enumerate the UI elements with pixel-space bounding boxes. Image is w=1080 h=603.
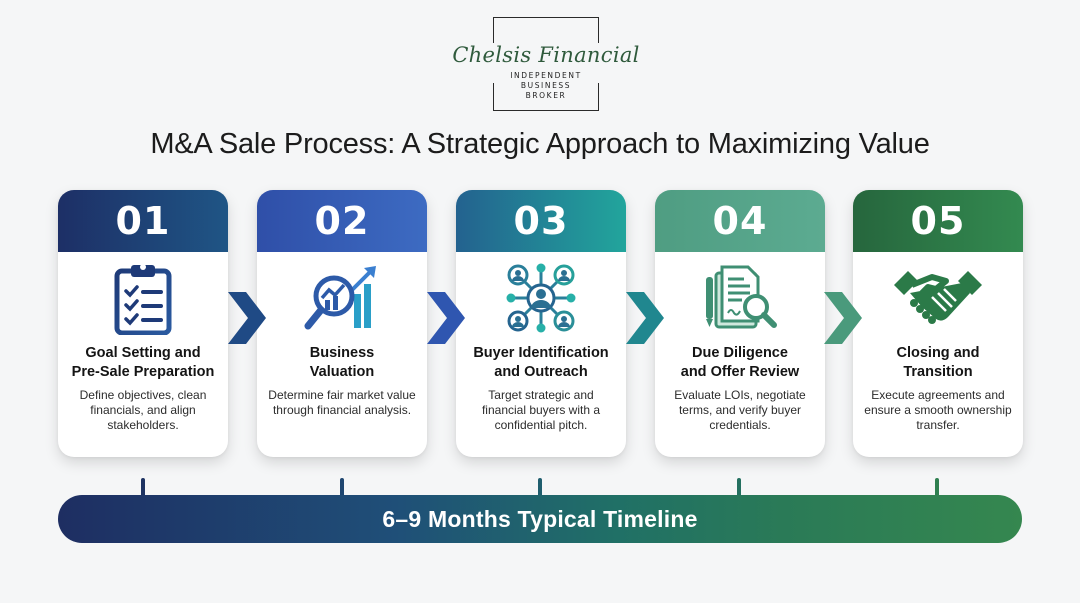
timeline-label: 6–9 Months Typical Timeline (382, 505, 698, 532)
step-header: 01 (58, 190, 228, 252)
timeline-tick (141, 478, 145, 498)
brand-logo: Chelsis Financial INDEPENDENT BUSINESS B… (452, 17, 639, 111)
timeline-tick (340, 478, 344, 498)
step-description: Target strategic and financial buyers wi… (481, 388, 601, 432)
step-number: 05 (910, 199, 966, 243)
step-number: 04 (712, 199, 768, 243)
step-header: 03 (456, 190, 626, 252)
step-card-3: 03 Buyer I (456, 190, 626, 457)
timeline-bar: 6–9 Months Typical Timeline (58, 495, 1022, 543)
buyer-network-icon (456, 252, 626, 344)
step-header: 04 (655, 190, 825, 252)
step-number: 01 (115, 199, 171, 243)
chevron-right-icon (228, 292, 266, 344)
chevron-right-icon (824, 292, 862, 344)
step-card-5: 05 Closing and Transition Execute agreem… (853, 190, 1023, 457)
step-card-4: 04 Due Diligence and Offer Review Evalua… (655, 190, 825, 457)
page-title: M&A Sale Process: A Strategic Approach t… (150, 128, 930, 160)
step-title: Closing and Transition (896, 345, 980, 380)
step-title: Buyer Identification and Outreach (473, 345, 609, 380)
clipboard-checklist-icon (58, 252, 228, 344)
step-description: Execute agreements and ensure a smooth o… (864, 388, 1012, 432)
step-number: 03 (513, 199, 569, 243)
step-description: Define objectives, clean financials, and… (79, 388, 207, 432)
step-title: Goal Setting and Pre-Sale Preparation (71, 345, 215, 380)
step-title: Due Diligence and Offer Review (680, 345, 800, 380)
chevron-right-icon (427, 292, 465, 344)
step-description: Evaluate LOIs, negotiate terms, and veri… (674, 388, 806, 432)
step-card-2: 02 Business Valuation Determine fair mar… (257, 190, 427, 457)
step-header: 05 (853, 190, 1023, 252)
step-card-1: 01 Goal Setting and Pre-Sale Preparation… (58, 190, 228, 457)
step-number: 02 (314, 199, 370, 243)
step-header: 02 (257, 190, 427, 252)
handshake-icon (853, 252, 1023, 344)
timeline-tick (737, 478, 741, 498)
step-title: Business Valuation (309, 345, 375, 380)
timeline-tick (935, 478, 939, 498)
document-review-icon (655, 252, 825, 344)
step-description: Determine fair market value through fina… (268, 388, 416, 417)
logo-wordmark: Chelsis Financial (452, 43, 640, 67)
timeline-tick (538, 478, 542, 498)
magnifier-growth-chart-icon (257, 252, 427, 344)
logo-tagline: INDEPENDENT BUSINESS BROKER (510, 71, 582, 100)
chevron-right-icon (626, 292, 664, 344)
